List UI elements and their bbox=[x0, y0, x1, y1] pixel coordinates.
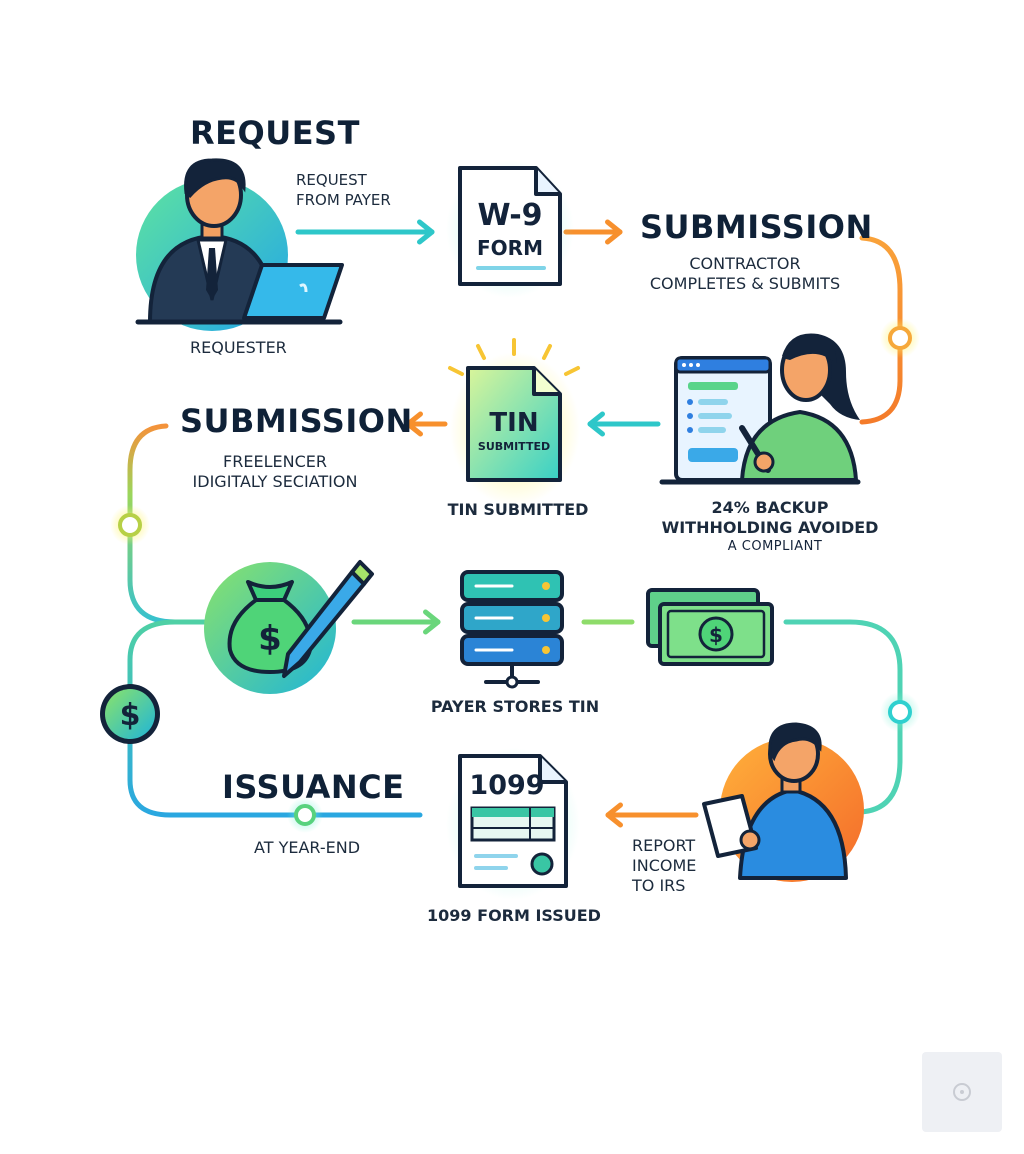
watermark-badge bbox=[922, 1052, 1002, 1132]
submission-left-title: SUBMISSION bbox=[180, 402, 413, 440]
tin-label-line2: SUBMITTED bbox=[477, 440, 551, 453]
w9-label-line2: FORM bbox=[477, 236, 543, 260]
request-arrow-label: REQUEST FROM PAYER bbox=[296, 171, 391, 209]
backup-line1: 24% BACKUP bbox=[711, 498, 829, 517]
form-1099-icon bbox=[446, 748, 580, 900]
storage-caption: PAYER STORES TIN bbox=[430, 697, 600, 716]
banknote-dollar: $ bbox=[709, 623, 723, 647]
request-title: REQUEST bbox=[190, 114, 360, 152]
connector-right-lower bbox=[783, 619, 903, 815]
report-label: REPORT INCOME TO IRS bbox=[632, 836, 697, 895]
pencil-icon bbox=[282, 560, 374, 678]
dollar-coin-icon: $ bbox=[100, 684, 160, 744]
node-right-lower bbox=[880, 692, 920, 732]
node-issuance bbox=[287, 797, 323, 833]
contractor-person-icon bbox=[659, 333, 861, 485]
coin-dollar: $ bbox=[120, 698, 141, 733]
issuance-title: ISSUANCE bbox=[222, 768, 405, 806]
w9-label-line1: W-9 bbox=[477, 198, 543, 233]
tin-document-icon bbox=[448, 338, 580, 506]
tin-caption: TIN SUBMITTED bbox=[447, 500, 589, 519]
requester-person-icon bbox=[136, 158, 288, 331]
submission-top-subtitle: CONTRACTOR COMPLETES & SUBMITS bbox=[649, 254, 841, 293]
node-right-upper bbox=[880, 318, 920, 358]
backup-line3: A COMPLIANT bbox=[727, 539, 823, 554]
form-1099-number: 1099 bbox=[469, 770, 545, 801]
w9-document-icon bbox=[446, 160, 574, 298]
tin-label-line1: TIN bbox=[489, 408, 539, 438]
submission-top-title: SUBMISSION bbox=[640, 208, 873, 246]
issuance-subtitle: AT YEAR-END bbox=[254, 838, 361, 857]
backup-line2: WITHHOLDING AVOIDED bbox=[661, 518, 879, 537]
form-1099-caption: 1099 FORM ISSUED bbox=[427, 906, 601, 925]
banknote-icon: $ bbox=[646, 588, 774, 666]
money-bag-dollar: $ bbox=[258, 619, 282, 659]
node-left-upper bbox=[110, 505, 150, 545]
submission-left-subtitle: FREELENCER IDIGITALY SECIATION bbox=[192, 452, 358, 491]
connector-left bbox=[127, 423, 208, 625]
server-icon bbox=[460, 570, 564, 689]
laptop-icon bbox=[135, 263, 344, 325]
reporter-person-icon bbox=[702, 722, 864, 882]
requester-label: REQUESTER bbox=[190, 338, 287, 357]
